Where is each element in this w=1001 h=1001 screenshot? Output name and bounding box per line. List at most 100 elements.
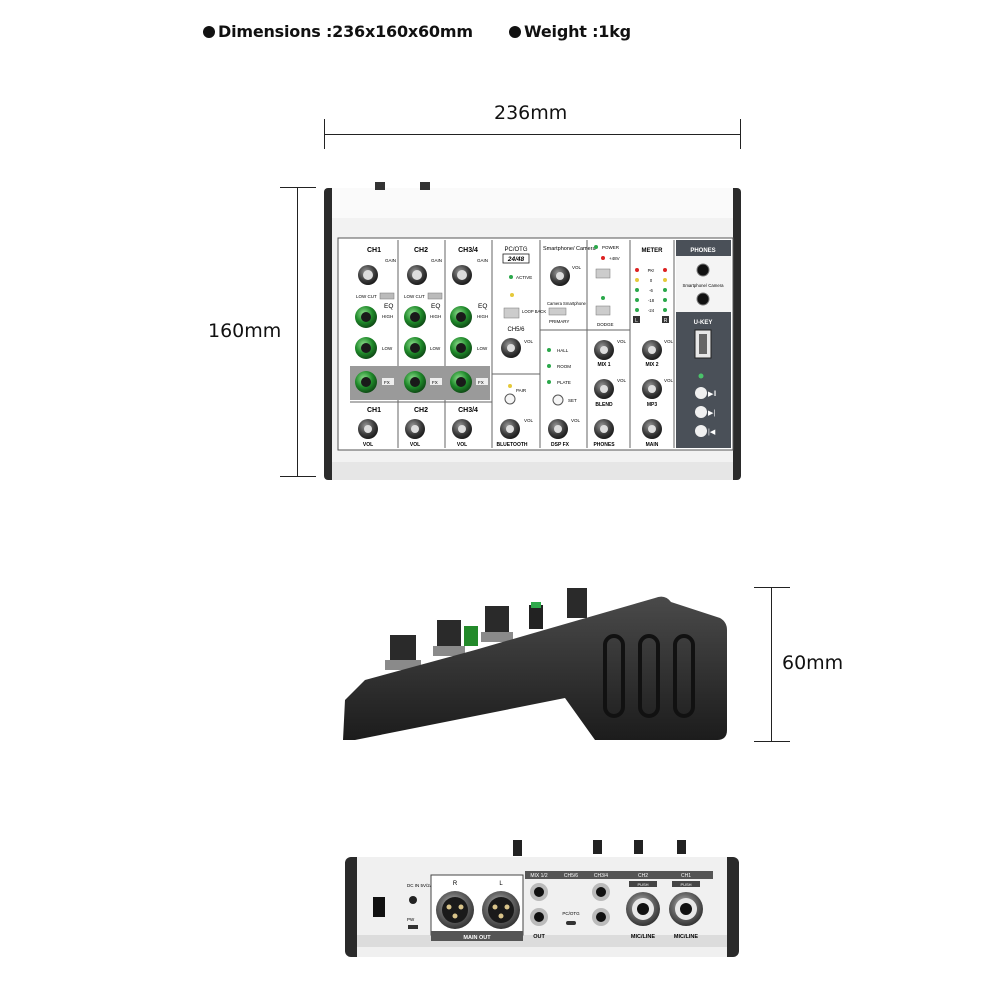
main-vol-knob[interactable] <box>642 419 662 439</box>
pw-label: PW <box>407 917 415 922</box>
vol-label: VOL <box>572 265 582 270</box>
bluetooth-vol-knob[interactable] <box>500 419 520 439</box>
set-label: SET <box>568 398 577 403</box>
ch2-rear-label: CH2 <box>638 873 648 879</box>
ch2-combo-jack[interactable] <box>626 892 660 926</box>
low-eq-knob-ch2[interactable] <box>404 337 426 359</box>
low-label: LOW <box>477 346 488 351</box>
out-label: OUT <box>533 934 545 940</box>
mp3-label: MP3 <box>647 402 658 408</box>
gain-knob-ch2[interactable] <box>407 265 427 285</box>
usb-c-port[interactable] <box>566 921 576 925</box>
ch1-rear-label: CH1 <box>681 873 691 879</box>
pair-label: PAIR <box>516 388 527 393</box>
main-out-right-xlr[interactable] <box>436 891 474 929</box>
dsp-fx-label: DSP FX <box>551 442 570 448</box>
fx-knob-ch34[interactable] <box>450 371 472 393</box>
smartphone-vol-knob[interactable] <box>550 266 570 286</box>
high-eq-knob-ch1[interactable] <box>355 306 377 328</box>
low-cut-switch[interactable] <box>427 292 443 300</box>
mix12-label: MIX 1/2 <box>530 873 547 879</box>
phones-header-label: PHONES <box>690 248 715 254</box>
fx-label: FX <box>432 380 438 385</box>
plate-label: PLATE <box>557 380 571 385</box>
bullet-icon <box>509 26 521 38</box>
phones-vol-knob[interactable] <box>594 419 614 439</box>
ch34-jack-1[interactable] <box>592 883 610 901</box>
vol-label: VOL <box>410 442 420 448</box>
low-label: LOW <box>382 346 393 351</box>
main-label: MAIN <box>646 442 659 448</box>
bullet-icon <box>203 26 215 38</box>
play-pause-button[interactable]: ▶‖ <box>695 387 716 399</box>
high-label: HIGH <box>430 314 441 319</box>
next-track-button[interactable]: ▶| <box>695 406 715 418</box>
mix2-vol-knob[interactable] <box>642 340 662 360</box>
width-label: 236mm <box>494 102 568 124</box>
gain-label: GAIN <box>431 258 442 263</box>
fx-knob-ch2[interactable] <box>404 371 426 393</box>
room-label: ROOM <box>557 364 571 369</box>
eq-label: EQ <box>478 303 487 310</box>
pc-otg-rear-label: PC/OTG <box>562 911 580 916</box>
vol-knob-ch2[interactable] <box>405 419 425 439</box>
vol-label: VOL <box>363 442 373 448</box>
active-label: ACTIVE <box>516 275 532 280</box>
ch56-vol-knob[interactable] <box>501 338 521 358</box>
dodge-switch[interactable] <box>595 305 611 316</box>
svg-text:|◀: |◀ <box>708 429 716 436</box>
fx-label: FX <box>384 380 390 385</box>
ch1-combo-jack[interactable] <box>669 892 703 926</box>
mix-out-jack-2[interactable] <box>530 908 548 926</box>
primary-label: PRIMARY <box>549 319 569 324</box>
camera-smartphone-label: Camera Smartphone <box>547 301 587 306</box>
mix-out-jack-1[interactable] <box>530 883 548 901</box>
fx-knob-ch1[interactable] <box>355 371 377 393</box>
dc-in-label: DC IN 5V/2A <box>407 883 433 888</box>
pw-port[interactable] <box>408 925 418 929</box>
power-switch[interactable] <box>373 897 385 917</box>
gain-knob-ch1[interactable] <box>358 265 378 285</box>
ukey-label: U-KEY <box>694 320 713 326</box>
pair-button[interactable] <box>504 393 516 405</box>
meter-level-label: -24 <box>648 308 655 313</box>
mp3-vol-knob[interactable] <box>642 379 662 399</box>
phantom-switch[interactable] <box>595 268 611 279</box>
smartphone-jack[interactable] <box>696 292 710 306</box>
blend-knob[interactable] <box>594 379 614 399</box>
mixer-top-view: CH1 CH2 CH3/4 GAIN GAIN GAIN LOW CUT LOW… <box>324 182 741 480</box>
gain-knob-ch34[interactable] <box>452 265 472 285</box>
phones-label: PHONES <box>593 442 615 448</box>
width-tick-right <box>740 119 741 149</box>
camera-smartphone-switch[interactable] <box>548 307 567 316</box>
previous-track-button[interactable]: |◀ <box>695 425 716 437</box>
high-eq-knob-ch34[interactable] <box>450 306 472 328</box>
high-label: HIGH <box>477 314 488 319</box>
low-cut-switch[interactable] <box>379 292 395 300</box>
vol-label: VOL <box>664 378 674 383</box>
svg-text:▶‖: ▶‖ <box>708 391 716 398</box>
headphone-jack[interactable] <box>696 263 710 277</box>
depth-tick-top <box>754 587 790 588</box>
height-dimension-line <box>297 187 298 477</box>
vol-knob-ch1[interactable] <box>358 419 378 439</box>
ch34-jack-2[interactable] <box>592 908 610 926</box>
low-eq-knob-ch1[interactable] <box>355 337 377 359</box>
low-eq-knob-ch34[interactable] <box>450 337 472 359</box>
eq-label: EQ <box>384 303 393 310</box>
mix1-vol-knob[interactable] <box>594 340 614 360</box>
high-eq-knob-ch2[interactable] <box>404 306 426 328</box>
side-knob <box>433 620 465 656</box>
dc-in-jack[interactable] <box>409 896 417 904</box>
dsp-fx-vol-knob[interactable] <box>548 419 568 439</box>
loopback-switch[interactable] <box>503 307 520 319</box>
sample-rate-label: 24/48 <box>507 256 525 263</box>
main-out-left-xlr[interactable] <box>482 891 520 929</box>
side-knob <box>529 602 543 629</box>
mix1-label: MIX 1 <box>597 362 610 368</box>
gain-label: GAIN <box>477 258 488 263</box>
hall-label: HALL <box>557 348 569 353</box>
set-button[interactable] <box>552 394 564 406</box>
vol-knob-ch34[interactable] <box>452 419 472 439</box>
bluetooth-label: BLUETOOTH <box>496 442 527 448</box>
